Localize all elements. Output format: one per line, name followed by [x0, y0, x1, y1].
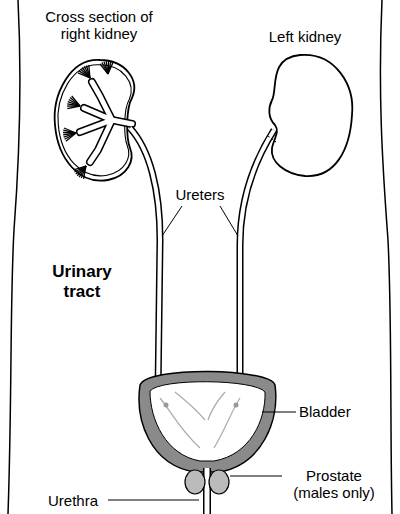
calyx-stroke: [67, 106, 80, 109]
calyx-stroke: [104, 62, 108, 74]
body-outline: [8, 0, 392, 514]
calyx-stroke: [87, 66, 91, 79]
urethra-and-prostate: [185, 468, 229, 514]
calyx-stroke: [63, 133, 76, 135]
bladder-label: Bladder: [299, 403, 379, 420]
calyx-stroke: [89, 65, 90, 78]
calyx-stroke: [64, 133, 76, 137]
left-kidney: [269, 55, 352, 176]
urethra-label: Urethra: [48, 492, 106, 509]
calyx-stroke: [108, 62, 113, 74]
calyx-stroke: [64, 128, 76, 133]
right-kidney: [55, 60, 134, 181]
calyx-stroke: [74, 166, 86, 170]
calyx-stroke: [106, 61, 108, 74]
kidney-label: Left kidney: [255, 28, 355, 45]
calyx-stroke: [72, 96, 80, 106]
leader-lines: [108, 206, 296, 500]
prostate-label: Prostate (males only): [285, 467, 383, 501]
tract-title: Urinary tract: [38, 262, 126, 302]
kidney-section-label: Cross section of right kidney: [45, 8, 153, 42]
calyx-stroke: [75, 166, 87, 172]
ureters-label: Ureters: [166, 186, 234, 203]
ureter-tubes: [130, 128, 276, 392]
bladder: [139, 371, 276, 472]
